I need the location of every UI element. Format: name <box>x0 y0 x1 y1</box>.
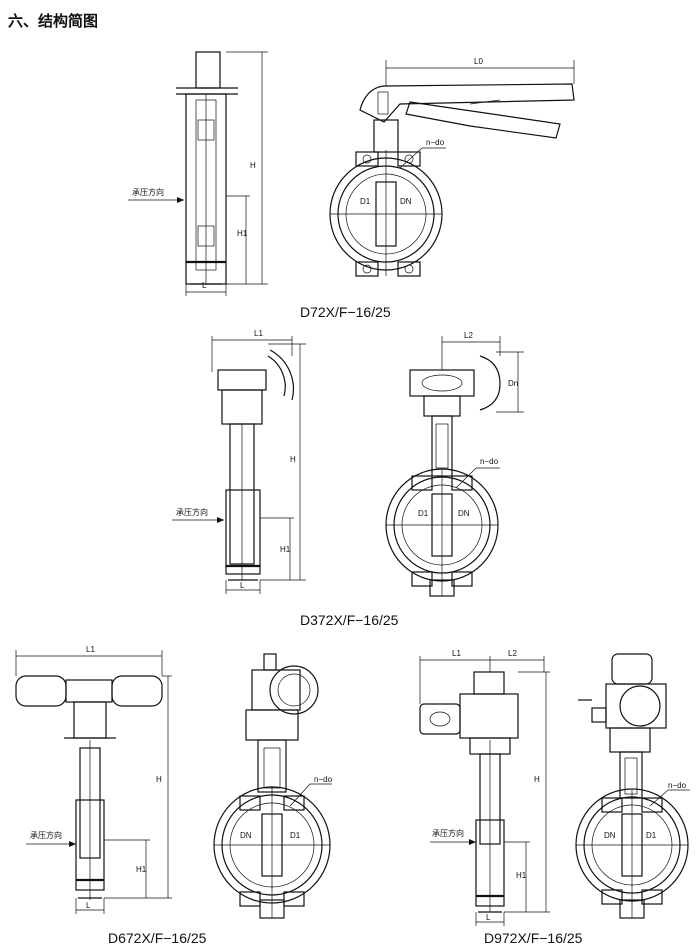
caption-d72: D72X/F−16/25 <box>300 304 391 320</box>
d72-h-label: H <box>250 161 256 170</box>
d672-pressure-label: 承压方向 <box>30 830 62 840</box>
d72-l-label: L <box>202 281 207 290</box>
d972-l1-label: L1 <box>452 649 461 658</box>
d72-h1-label: H1 <box>237 229 248 238</box>
d672-dn-label: DN <box>240 831 252 840</box>
d972-pressure-label: 承压方向 <box>432 828 464 838</box>
d72-front-view <box>329 60 575 277</box>
d672-l1-label: L1 <box>86 645 95 654</box>
d972-l2-label: L2 <box>508 649 517 658</box>
d672-h1-label: H1 <box>136 865 147 874</box>
d72-l0-label: L0 <box>474 57 483 66</box>
caption-d972: D972X/F−16/25 <box>484 930 583 946</box>
d972-h1-label: H1 <box>516 871 527 880</box>
d372-dn-top-label: Dn <box>508 379 518 388</box>
d372-l1-label: L1 <box>254 329 263 338</box>
d372-dn-label: DN <box>458 509 470 518</box>
d972-l-label: L <box>486 913 491 922</box>
caption-d372: D372X/F−16/25 <box>300 612 399 628</box>
d72-pressure-label: 承压方向 <box>132 187 164 197</box>
d972-d1-label: D1 <box>646 831 657 840</box>
caption-d672: D672X/F−16/25 <box>108 930 207 946</box>
d372-side-view <box>172 336 306 594</box>
d372-l-label: L <box>240 581 245 590</box>
d672-h-label: H <box>156 775 162 784</box>
d972-side-view <box>419 656 550 926</box>
d372-d1-label: D1 <box>418 509 429 518</box>
d72-d1-label: D1 <box>360 197 371 206</box>
d672-ndo-label: n−do <box>314 775 333 784</box>
d72-dn-label: DN <box>400 197 412 206</box>
d672-front-view <box>213 653 332 919</box>
d72-ndo-label: n−do <box>426 138 445 147</box>
d972-ndo-label: n−do <box>668 781 687 790</box>
section-heading: 六、结构简图 <box>8 12 99 30</box>
d972-dn-label: DN <box>604 831 616 840</box>
d72-side-view <box>128 51 268 296</box>
d372-h-label: H <box>290 455 296 464</box>
d372-front-view <box>385 336 524 597</box>
d972-front-view <box>575 653 690 919</box>
d672-l-label: L <box>86 901 91 910</box>
d372-h1-label: H1 <box>280 545 291 554</box>
d672-d1-label: D1 <box>290 831 301 840</box>
d372-pressure-label: 承压方向 <box>176 507 208 517</box>
d972-h-label: H <box>534 775 540 784</box>
d672-side-view <box>15 650 172 914</box>
d372-l2-label: L2 <box>464 331 473 340</box>
d372-ndo-label: n−do <box>480 457 499 466</box>
